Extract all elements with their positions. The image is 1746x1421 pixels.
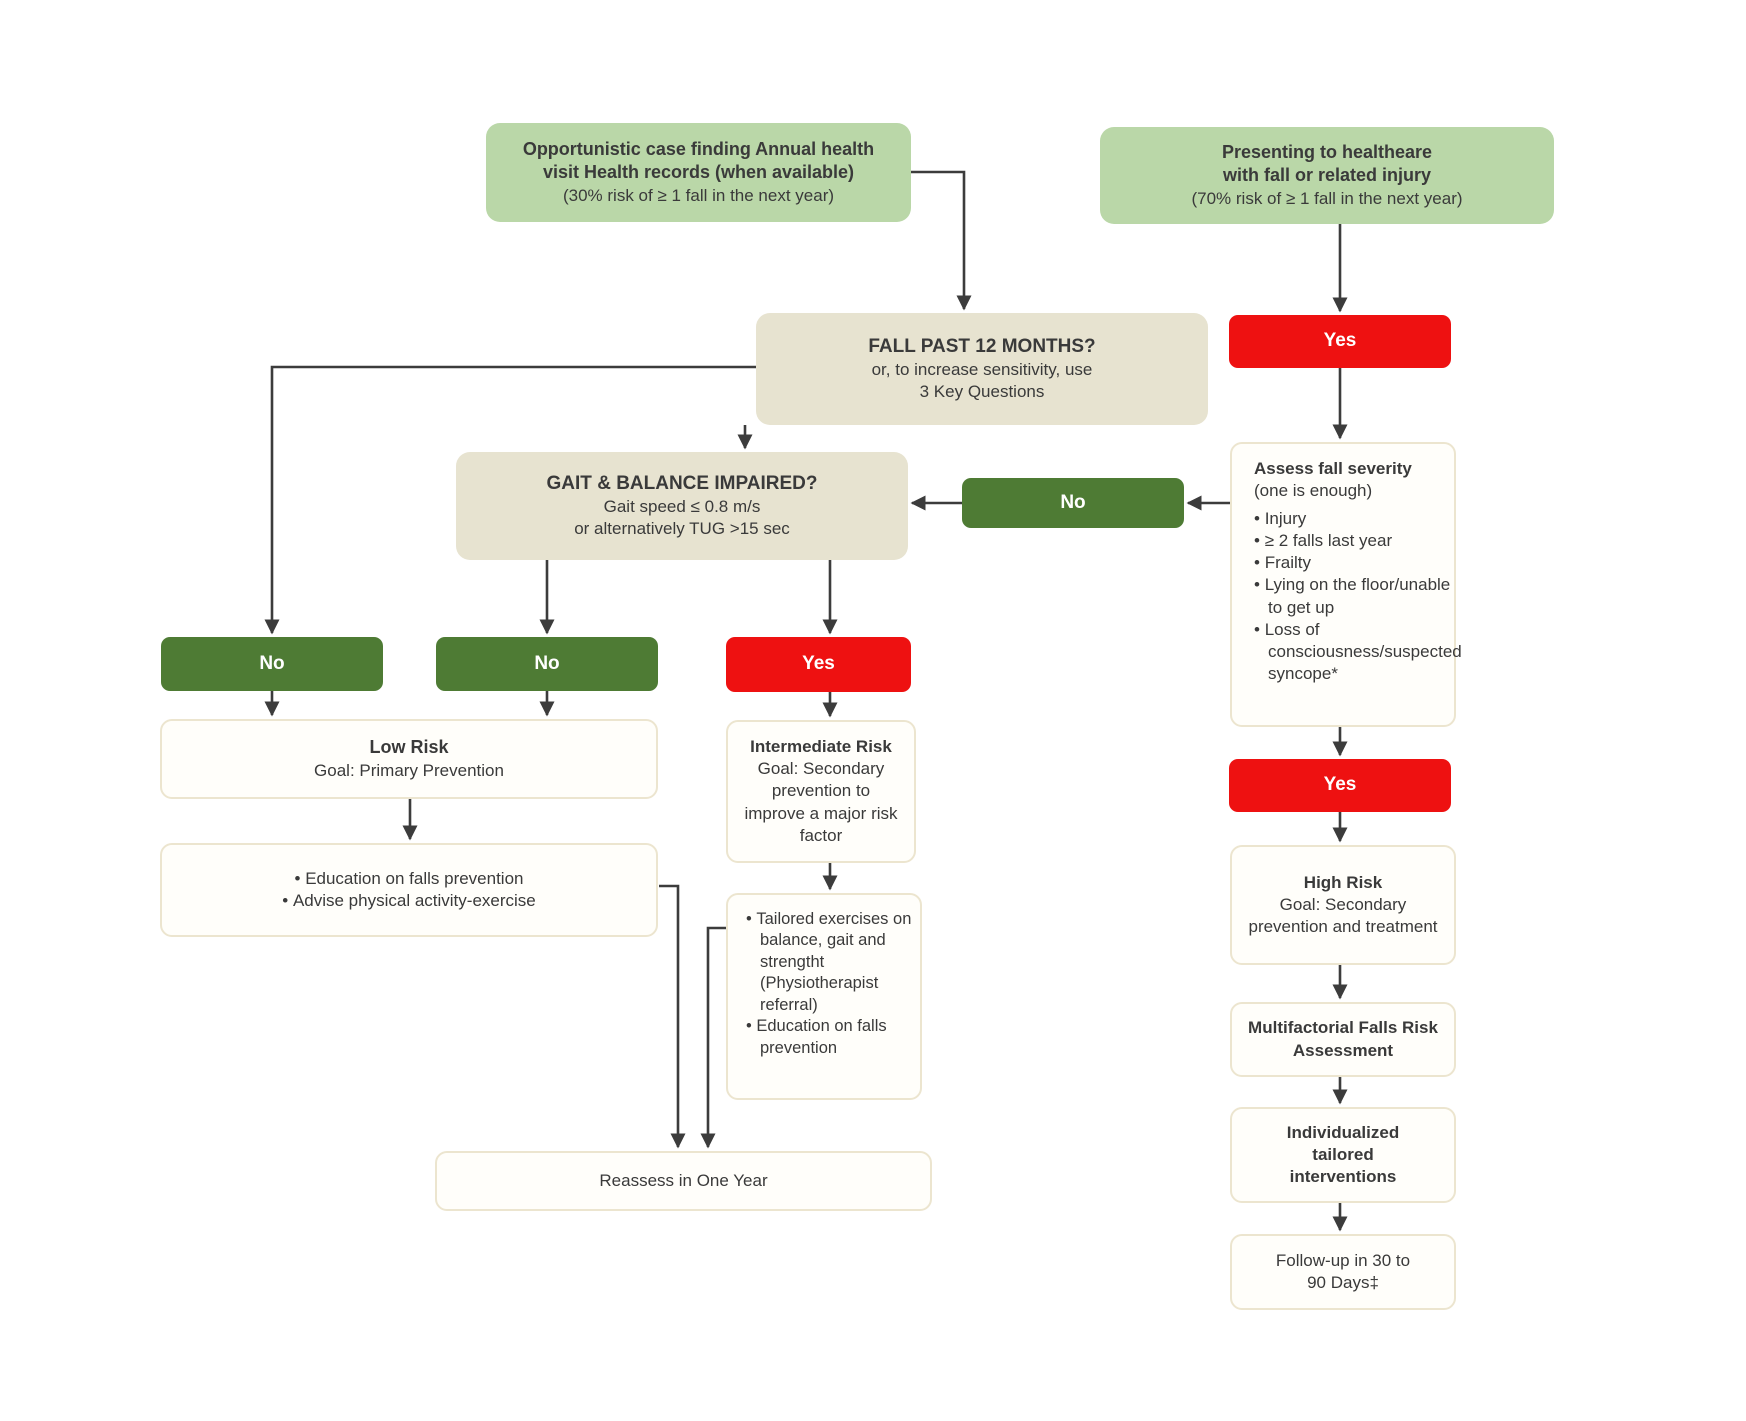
node-title: FALL PAST 12 MONTHS?	[868, 335, 1096, 357]
node-follow-up: Follow-up in 30 to 90 Days‡	[1230, 1234, 1456, 1310]
node-education-advice: Education on falls prevention Advise phy…	[160, 843, 658, 937]
node-title-line: with fall or related injury	[1222, 165, 1432, 186]
pill-yes-severity: Yes	[1229, 759, 1451, 812]
node-label: Individualized tailored interventions	[1286, 1122, 1400, 1187]
bullet-item: Lying on the floor/unable to get up	[1254, 574, 1462, 618]
node-note-line: or, to increase sensitivity, use	[871, 360, 1093, 380]
pill-yes-presenting: Yes	[1229, 315, 1451, 368]
bullet-item: ≥ 2 falls last year	[1254, 530, 1462, 552]
node-label: Multifactorial Falls Risk Assessment	[1248, 1018, 1438, 1060]
node-reassess-one-year: Reassess in One Year	[435, 1151, 932, 1211]
node-low-risk: Low Risk Goal: Primary Prevention	[160, 719, 658, 799]
node-title-line: visit Health records (when available)	[542, 162, 855, 183]
node-tailored-interventions: Tailored exercises on balance, gait and …	[726, 893, 922, 1100]
bullet-item: Loss of consciousness/suspected syncope*	[1254, 619, 1462, 685]
node-title: Intermediate Risk	[750, 737, 892, 757]
pill-label: No	[259, 652, 285, 674]
node-note: (30% risk of ≥ 1 fall in the next year)	[562, 185, 835, 205]
bullet-item: Education on falls prevention	[746, 1016, 912, 1059]
node-note: Goal: Secondary prevention and treatment	[1248, 894, 1438, 937]
node-intermediate-risk: Intermediate Risk Goal: Secondary preven…	[726, 720, 916, 863]
node-title: Low Risk	[369, 737, 449, 758]
node-note: Goal: Primary Prevention	[314, 760, 504, 780]
node-subtitle: (one is enough)	[1254, 481, 1373, 501]
pill-label: Yes	[1323, 774, 1357, 796]
node-label: Reassess in One Year	[599, 1170, 768, 1190]
connector-education-to-reassess	[659, 884, 686, 1149]
bullet-item: Advise physical activity-exercise	[176, 890, 642, 912]
node-presenting-to-healthcare: Presenting to healtheare with fall or re…	[1100, 127, 1554, 224]
node-note-line: 3 Key Questions	[919, 382, 1045, 402]
node-title-line: Presenting to healtheare	[1221, 142, 1433, 163]
node-high-risk: High Risk Goal: Secondary prevention and…	[1230, 845, 1456, 965]
bullet-item: Frailty	[1254, 552, 1462, 574]
bullet-item: Tailored exercises on balance, gait and …	[746, 909, 912, 1016]
pill-no-fall: No	[161, 637, 383, 691]
node-note: (70% risk of ≥ 1 fall in the next year)	[1191, 188, 1463, 208]
node-opportunistic-case-finding: Opportunistic case finding Annual health…	[486, 123, 911, 222]
connector-tailored-to-reassess	[700, 926, 726, 1149]
bullet-item: Education on falls prevention	[176, 868, 642, 890]
pill-no-severity: No	[962, 478, 1184, 528]
pill-label: Yes	[802, 653, 835, 675]
node-assess-fall-severity: Assess fall severity (one is enough) Inj…	[1230, 442, 1462, 727]
connector-casefinding-to-fall	[911, 170, 972, 311]
pill-label: No	[534, 652, 560, 674]
node-note-line: or alternatively TUG >15 sec	[574, 519, 790, 539]
pill-label: Yes	[1323, 330, 1357, 352]
node-individualized-interventions: Individualized tailored interventions	[1230, 1107, 1456, 1203]
pill-label: No	[1060, 491, 1086, 513]
node-gait-balance-impaired: GAIT & BALANCE IMPAIRED? Gait speed ≤ 0.…	[456, 452, 908, 560]
pill-yes-gait: Yes	[726, 637, 911, 692]
node-fall-past-12-months: FALL PAST 12 MONTHS? or, to increase sen…	[756, 313, 1208, 425]
node-note-line: Gait speed ≤ 0.8 m/s	[603, 497, 761, 517]
node-label: Follow-up in 30 to 90 Days‡	[1275, 1250, 1411, 1292]
node-note: Goal: Secondary prevention to improve a …	[744, 759, 898, 845]
node-title: GAIT & BALANCE IMPAIRED?	[546, 472, 818, 494]
node-multifactorial-assessment: Multifactorial Falls Risk Assessment	[1230, 1002, 1456, 1077]
pill-no-gait: No	[436, 637, 658, 691]
node-title-line: Opportunistic case finding Annual health	[522, 139, 875, 160]
node-title: Assess fall severity	[1254, 459, 1412, 478]
bullet-item: Injury	[1254, 508, 1462, 530]
node-title: High Risk	[1303, 872, 1383, 892]
